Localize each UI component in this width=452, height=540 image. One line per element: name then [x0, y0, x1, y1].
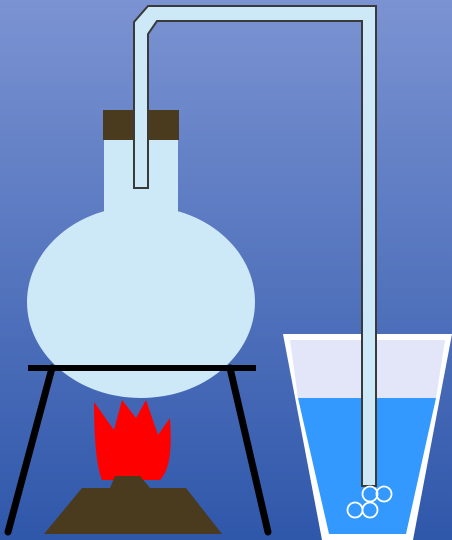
gas-bubbles-icon — [346, 485, 393, 519]
bubble — [361, 485, 379, 503]
bubble — [361, 501, 379, 519]
tripod-stand-icon — [4, 364, 272, 536]
round-bottom-flask-icon — [27, 138, 255, 398]
burner-icon — [44, 476, 222, 534]
delivery-tube-icon — [133, 5, 377, 487]
flame-icon — [94, 400, 171, 480]
tripod-right-leg — [226, 364, 272, 536]
tripod-left-leg — [4, 364, 56, 536]
flask-bulb — [27, 206, 255, 398]
bubble — [375, 485, 393, 503]
